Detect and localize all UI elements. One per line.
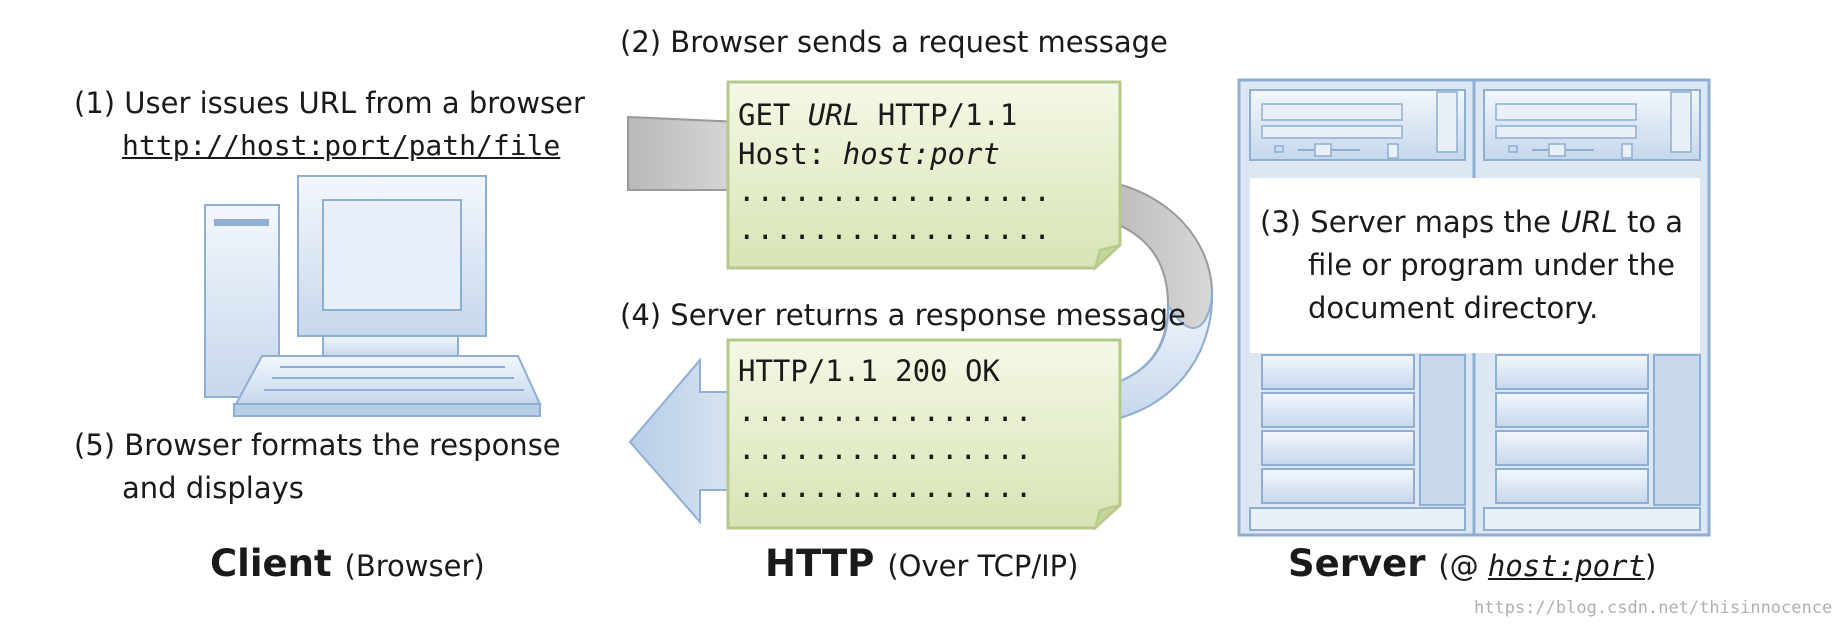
- server-caption: Server (@ host:port): [1288, 542, 1657, 585]
- request-arrow-band: [627, 115, 741, 191]
- step3-line2: file or program under the: [1308, 248, 1676, 282]
- step2-label: (2) Browser sends a request message: [620, 25, 1168, 59]
- turnaround-arrow-inner: [1108, 289, 1214, 420]
- step1-label: (1) User issues URL from a browser: [74, 86, 585, 120]
- watermark-text: https://blog.csdn.net/thisinnocence: [1474, 598, 1833, 618]
- client-caption: Client (Browser): [210, 542, 485, 585]
- request-dots-2: .................: [738, 212, 1052, 246]
- request-dots-1: .................: [738, 174, 1052, 208]
- response-line1: HTTP/1.1 200 OK: [738, 354, 1000, 388]
- response-dots-3: ................: [738, 470, 1034, 504]
- response-dots-2: ................: [738, 432, 1034, 466]
- step3-line1: (3) Server maps the URL to a: [1260, 205, 1684, 239]
- step5-line1: (5) Browser formats the response: [74, 428, 561, 462]
- client-computer-icon: [204, 175, 542, 417]
- step1-url: http://host:port/path/file: [122, 129, 561, 162]
- request-line2: Host: host:port: [738, 137, 1000, 171]
- request-line1: GET URL HTTP/1.1: [738, 98, 1018, 132]
- response-dots-1: ................: [738, 394, 1034, 428]
- server-rack-icon: [1237, 78, 1711, 537]
- http-caption: HTTP (Over TCP/IP): [765, 542, 1079, 585]
- step3-line3: document directory.: [1308, 291, 1599, 325]
- step4-label: (4) Server returns a response message: [620, 298, 1186, 332]
- step5-line2: and displays: [122, 471, 304, 505]
